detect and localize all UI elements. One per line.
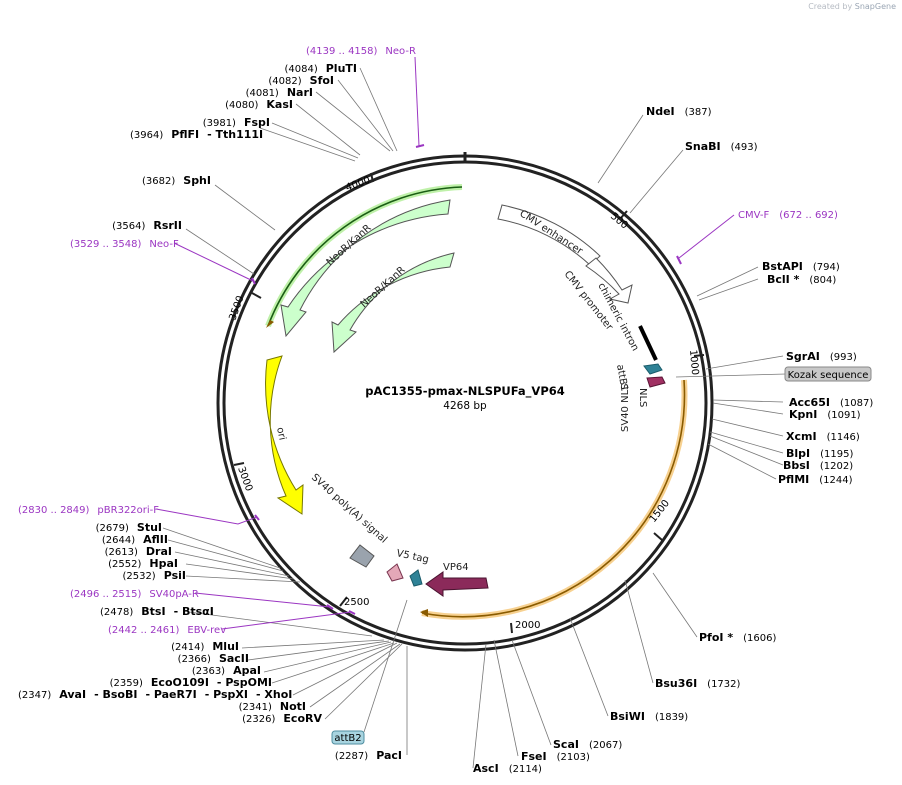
primer-label: CMV-F(672 .. 692) — [738, 210, 838, 221]
enzyme-label: AscI(2114) — [473, 762, 542, 775]
enzyme-label: (2363)ApaI — [192, 664, 261, 677]
enzyme-label: BstAPI(794) — [762, 260, 840, 273]
enzyme-label: (4084)PluTI — [284, 62, 357, 75]
primer-label: (3529 .. 3548)Neo-F — [70, 239, 179, 250]
enzyme-label: XcmI(1146) — [786, 430, 860, 443]
svg-text:attB2: attB2 — [334, 733, 361, 744]
enzyme-label: (2644)AflII — [102, 533, 168, 546]
feature-label: V5 tag — [395, 548, 429, 566]
feature-label: SV40 NLS — [620, 384, 631, 433]
attb1-arrow — [643, 363, 663, 375]
enzyme-label: SnaBI(493) — [685, 140, 758, 153]
enzyme-label: ScaI(2067) — [553, 738, 622, 751]
enzyme-label: (4081)NarI — [246, 86, 313, 99]
tick-label: 1000 — [687, 349, 700, 375]
enzyme-label: (2326)EcoRV — [242, 712, 322, 725]
primer-label: (2442 .. 2461)EBV-rev — [108, 625, 226, 636]
enzyme-label: BclI *(804) — [767, 273, 836, 286]
enzyme-label: (2287)PacI — [335, 749, 402, 762]
primer-labels: (4139 .. 4158)Neo-R CMV-F(672 .. 692) (3… — [18, 46, 838, 636]
enzyme-label: (3564)RsrII — [112, 219, 182, 232]
enzyme-label: (3682)SphI — [142, 174, 211, 187]
enzyme-label: (2478)BtsI- BtsαI — [100, 605, 214, 618]
enzyme-label: BlpI(1195) — [786, 447, 853, 460]
enzyme-label: (2366)SacII — [178, 652, 249, 665]
primer-connectors — [155, 56, 735, 630]
tick-label: 4000 — [344, 175, 372, 194]
sv40-nls-arrow — [386, 563, 404, 582]
plasmid-name: pAC1355-pmax-NLSPUFa_VP64 — [365, 384, 565, 399]
snapgene-credit: Created by SnapGene — [808, 2, 896, 11]
feature-label: CMV enhancer — [517, 208, 585, 257]
enzyme-label: BbsI(1202) — [783, 459, 853, 472]
enzyme-label: SgrAI(993) — [786, 350, 857, 363]
primer-label: (2496 .. 2515)SV40pA-R — [70, 589, 199, 600]
enzyme-label: (2414)MluI — [171, 640, 239, 653]
enzyme-label: (2532)PsiI — [122, 569, 186, 582]
neo-kanr-outer-arrow — [280, 199, 451, 338]
kozak-sequence-tag: Kozak sequence — [675, 366, 872, 382]
plasmid-length: 4268 bp — [443, 400, 487, 412]
enzyme-label: (2347)AvaI- BsoBI- PaeR7I- PspXI- XhoI — [18, 688, 292, 701]
enzyme-label: (3981)FspI — [203, 116, 270, 129]
enzyme-label: PfoI *(1606) — [699, 631, 776, 644]
tick-label: 3000 — [235, 465, 254, 493]
feature-label: ori — [274, 426, 287, 441]
ori-arrow — [265, 355, 304, 515]
chimeric-intron-bar — [638, 325, 658, 361]
sv40-polya-box — [349, 544, 375, 568]
enzyme-label: BsiWI(1839) — [610, 710, 688, 723]
feature-label: SV40 poly(A) signal — [309, 472, 389, 546]
enzyme-labels-right: NdeI(387) SnaBI(493) BstAPI(794) BclI *(… — [473, 105, 873, 775]
enzyme-label: (2613)DraI — [105, 545, 172, 558]
enzyme-label: NdeI(387) — [646, 105, 712, 118]
v5-tag-arrow — [409, 569, 423, 587]
backbone — [216, 152, 714, 652]
feature-label: attB1 — [614, 364, 630, 393]
tick-label: 2000 — [515, 620, 540, 631]
enzyme-label: (2359)EcoO109I- PspOMI — [110, 676, 272, 689]
svg-text:Kozak sequence: Kozak sequence — [788, 370, 869, 381]
feature-label: VP64 — [443, 562, 469, 573]
nls-arrow — [646, 376, 666, 388]
enzyme-label: PflMI(1244) — [778, 473, 853, 486]
primer-label: (2830 .. 2849)pBR322ori-F — [18, 505, 159, 516]
vp64-arrow — [425, 571, 489, 597]
enzyme-label: FseI(2103) — [521, 750, 590, 763]
enzyme-label: (3964)PflFI- Tth111I — [130, 128, 263, 141]
credit-brand: SnapGene — [854, 2, 896, 11]
enzyme-label: (4082)SfoI — [268, 74, 334, 87]
enzyme-label: (2679)StuI — [96, 521, 162, 534]
enzyme-label: Acc65I(1087) — [789, 396, 873, 409]
neo-kanr-inner-arrow — [331, 252, 455, 354]
primer-label: (4139 .. 4158)Neo-R — [306, 46, 416, 57]
enzyme-label: Bsu36I(1732) — [655, 677, 741, 690]
tick-label: 2500 — [344, 597, 369, 608]
enzyme-label: (2341)NotI — [239, 700, 306, 713]
enzyme-connectors — [162, 67, 784, 769]
enzyme-label: (4080)KasI — [225, 98, 293, 111]
enzyme-label: KpnI(1091) — [789, 408, 861, 421]
enzyme-label: (2552)HpaI — [108, 557, 178, 570]
credit-text: Created by — [808, 2, 853, 11]
feature-label: NLS — [637, 388, 648, 407]
cmv-promoter-arrow — [585, 257, 633, 304]
feature-label: NeoR/KanR — [359, 265, 408, 311]
enzyme-labels-left: (2287)PacI (2326)EcoRV (2341)NotI (2347)… — [18, 62, 402, 762]
tick-label: 500 — [608, 211, 630, 232]
attb2-tag: attB2 — [331, 599, 408, 745]
feature-label: NeoR/KanR — [325, 223, 374, 269]
